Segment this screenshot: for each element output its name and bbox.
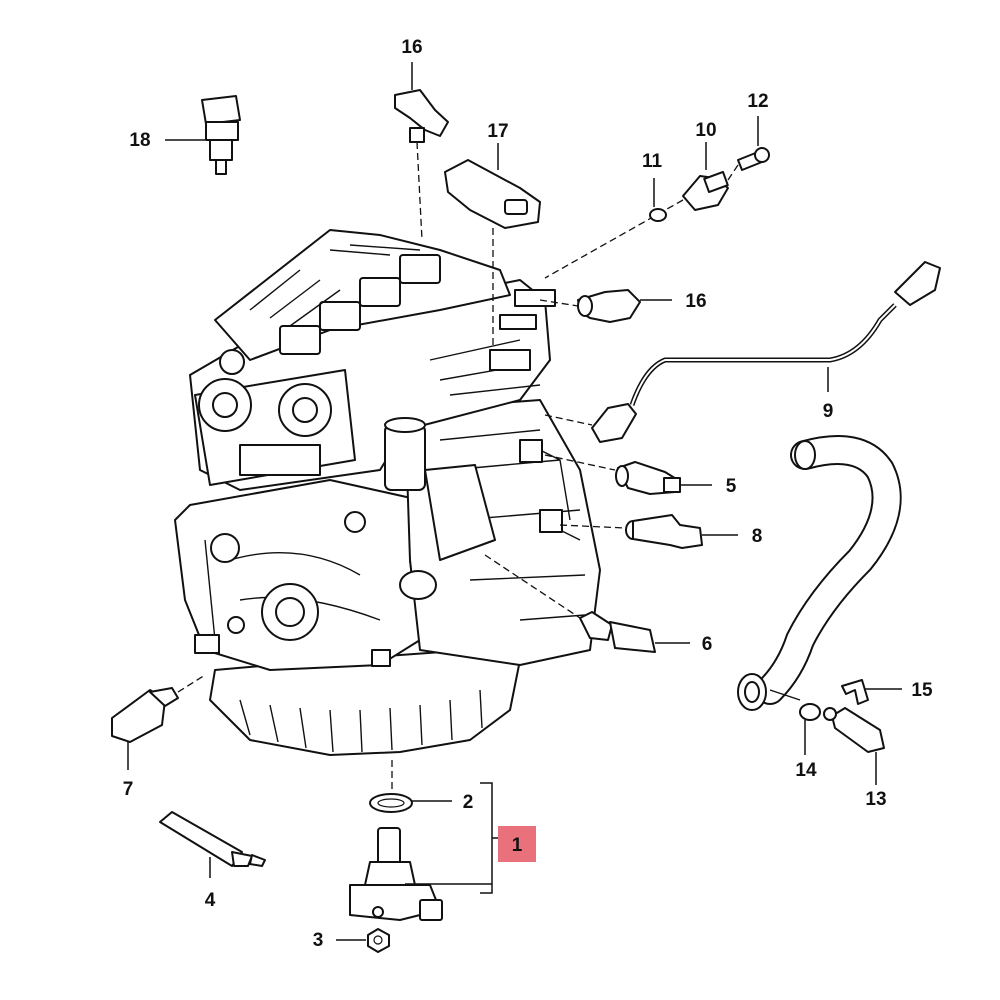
part-8-number: 8 (752, 526, 763, 547)
part-16-sensor-right[interactable] (577, 289, 641, 323)
part-9-number: 9 (823, 401, 834, 422)
part-16-top-number: 16 (401, 37, 422, 58)
engine-block (174, 229, 601, 756)
part-3-nut[interactable] (367, 928, 390, 953)
part-5-number: 5 (726, 476, 737, 497)
part-10-number: 10 (695, 120, 716, 141)
part-8-sensor[interactable] (625, 514, 703, 549)
part-1-number: 1 (512, 835, 523, 856)
part-6-number: 6 (702, 634, 713, 655)
part-9-cable-sensor[interactable] (591, 261, 941, 443)
part-2-number: 2 (463, 792, 474, 813)
part-4-sealant-tube[interactable] (159, 811, 266, 867)
part-1-oil-level-sensor[interactable] (349, 827, 443, 921)
part-1-bracket (480, 782, 498, 894)
part-16-sensor-top[interactable] (394, 89, 449, 143)
part-15-number: 15 (911, 680, 933, 701)
part-17-map-sensor[interactable] (444, 159, 541, 229)
part-12-number: 12 (747, 91, 768, 112)
part-3-number: 3 (313, 930, 324, 951)
part-10-sensor[interactable] (682, 171, 729, 211)
part-16-right-number: 16 (685, 291, 706, 312)
part-6-sensor[interactable] (579, 611, 656, 653)
part-13-number: 13 (865, 789, 886, 810)
part-11-number: 11 (642, 151, 663, 172)
coolant-hose[interactable] (737, 435, 902, 711)
part-15-clip[interactable] (841, 679, 869, 705)
part-11-washer[interactable] (649, 208, 667, 222)
part-4-number: 4 (205, 890, 216, 911)
part-14-seal-ring[interactable] (799, 703, 821, 721)
part-14-number: 14 (795, 760, 817, 781)
part-7-number: 7 (123, 779, 134, 800)
part-7-sensor[interactable] (111, 687, 179, 743)
part-18-pressure-sender[interactable] (201, 95, 241, 175)
part-13-sensor[interactable] (823, 707, 885, 753)
part-2-o-ring[interactable] (369, 793, 413, 813)
part-12-bolt[interactable] (737, 147, 770, 171)
part-17-number: 17 (487, 121, 508, 142)
part-5-sensor[interactable] (615, 461, 681, 495)
part-18-number: 18 (129, 130, 150, 151)
part-1-callout-box[interactable] (498, 826, 536, 862)
